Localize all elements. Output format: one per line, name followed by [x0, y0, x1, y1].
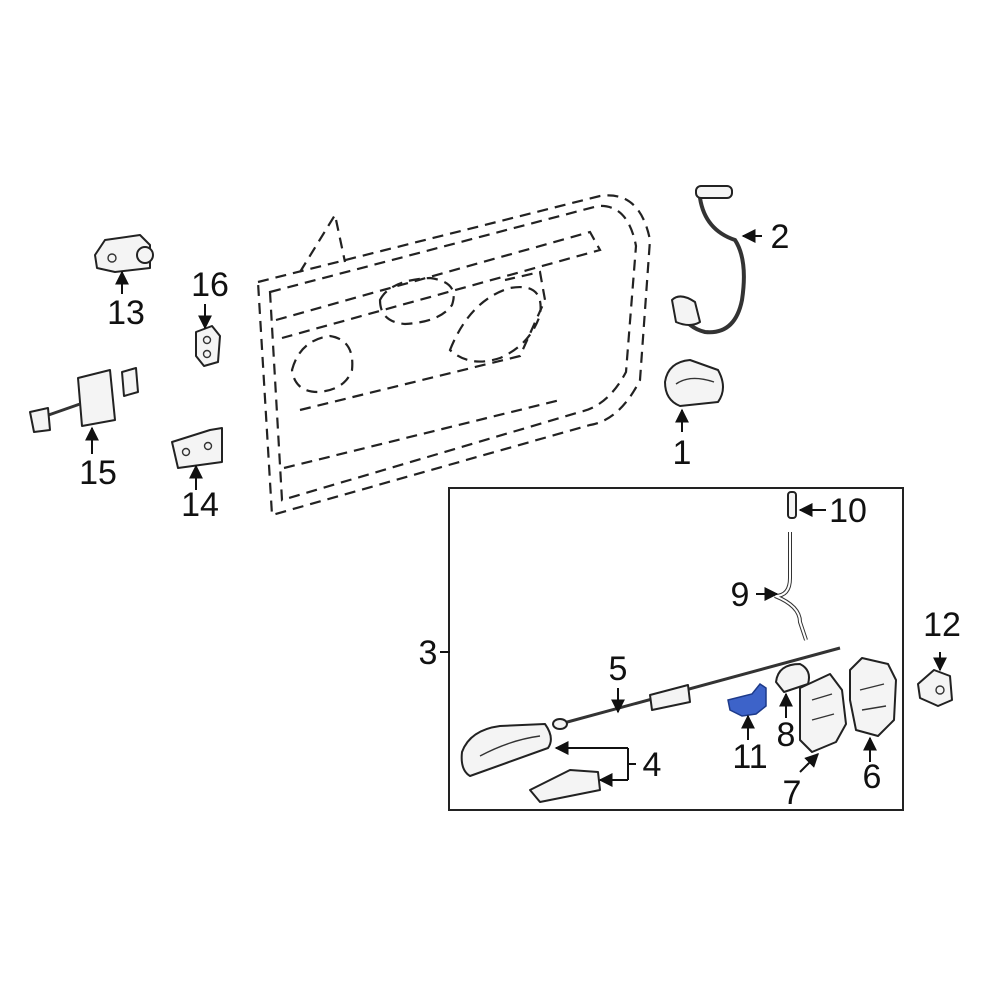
part-4-bracket[interactable]	[529, 769, 601, 803]
part-15-door-check[interactable]	[29, 367, 139, 433]
callout-1: 1	[673, 434, 692, 472]
callout-10: 10	[829, 492, 867, 530]
part-7-latch[interactable]	[799, 673, 847, 753]
part-14-hinge[interactable]	[171, 427, 223, 469]
part-16-bracket[interactable]	[195, 325, 221, 367]
part-5-cable[interactable]	[552, 646, 841, 730]
part-12-striker[interactable]	[917, 669, 953, 707]
callout-8: 8	[777, 716, 796, 754]
callout-5: 5	[609, 650, 628, 688]
callout-13: 13	[107, 294, 145, 332]
callout-4: 4	[643, 746, 662, 784]
leader-lines	[85, 229, 947, 787]
callout-labels: 1 2 3 4 5 6 7 8 9 10 11 12 13 14 15 16	[79, 218, 961, 812]
callout-7: 7	[783, 774, 802, 812]
callout-11: 11	[732, 738, 767, 776]
callout-9: 9	[731, 576, 750, 614]
part-2-cable[interactable]	[671, 185, 746, 335]
callout-12: 12	[923, 606, 961, 644]
callout-15: 15	[79, 454, 117, 492]
callout-16: 16	[191, 266, 229, 304]
assembly-box	[448, 487, 904, 811]
part-6-lock-actuator[interactable]	[849, 657, 897, 737]
part-4-inside-handle[interactable]	[460, 723, 552, 777]
door-shell-outline	[256, 194, 652, 517]
callout-14: 14	[181, 486, 219, 524]
part-9-rod[interactable]	[774, 532, 808, 641]
part-13-hinge[interactable]	[94, 234, 154, 273]
part-1-outside-handle[interactable]	[664, 359, 724, 407]
part-10-clip[interactable]	[787, 491, 797, 519]
callout-6: 6	[863, 758, 882, 796]
callout-3: 3	[419, 634, 438, 672]
part-8-lever[interactable]	[775, 663, 810, 693]
part-11-highlighted[interactable]	[727, 682, 767, 717]
callout-2: 2	[771, 218, 790, 256]
